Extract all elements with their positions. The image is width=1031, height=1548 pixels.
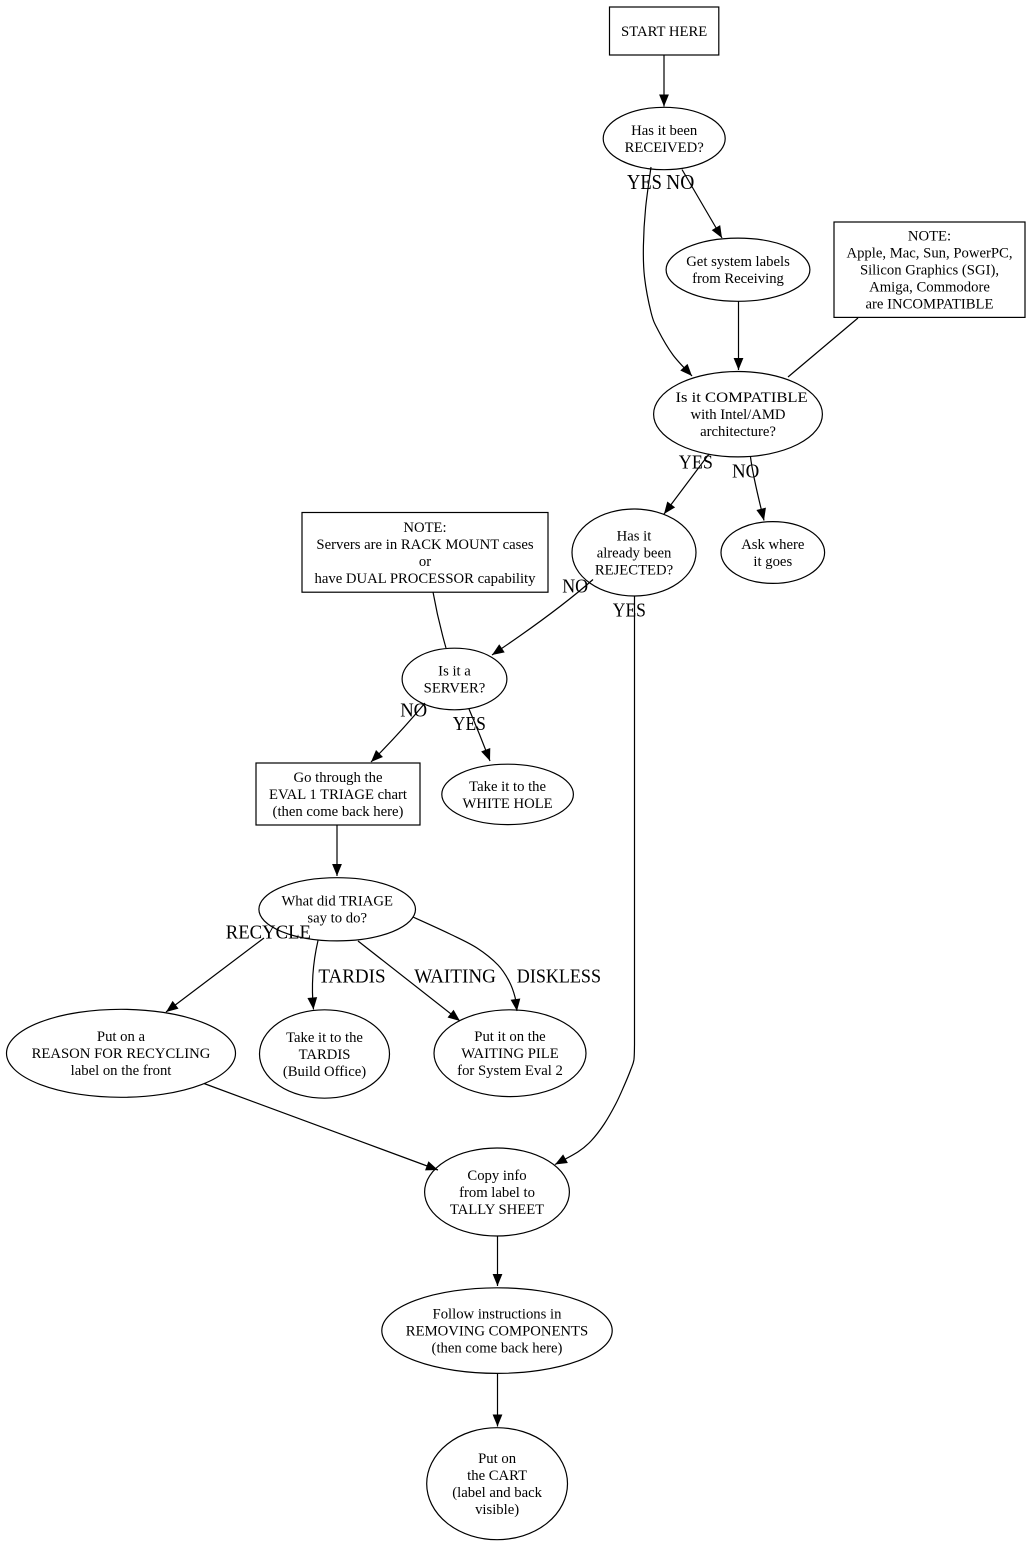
- svg-text:WAITING: WAITING: [414, 965, 496, 987]
- svg-text:have DUAL PROCESSOR capability: have DUAL PROCESSOR capability: [315, 571, 537, 587]
- svg-text:from Receiving: from Receiving: [692, 271, 784, 287]
- svg-text:(then come back here): (then come back here): [273, 804, 404, 820]
- svg-text:NO: NO: [732, 462, 759, 483]
- svg-text:(label and back: (label and back: [452, 1485, 542, 1501]
- svg-text:START HERE: START HERE: [621, 24, 707, 40]
- svg-text:Ask where: Ask where: [741, 537, 805, 553]
- svg-text:(Build Office): (Build Office): [283, 1064, 366, 1080]
- svg-text:YES: YES: [613, 600, 646, 622]
- svg-text:already been: already been: [597, 545, 672, 561]
- svg-text:RECYCLE: RECYCLE: [226, 922, 311, 943]
- svg-text:visible): visible): [475, 1502, 519, 1518]
- svg-text:Get system labels: Get system labels: [686, 254, 790, 270]
- svg-text:Has it: Has it: [617, 528, 652, 544]
- svg-text:EVAL 1 TRIAGE chart: EVAL 1 TRIAGE chart: [269, 787, 407, 803]
- svg-text:NOTE:: NOTE:: [403, 520, 446, 536]
- svg-text:with Intel/AMD: with Intel/AMD: [690, 407, 785, 423]
- svg-text:Servers are in RACK MOUNT case: Servers are in RACK MOUNT cases: [316, 537, 533, 553]
- svg-text:WAITING PILE: WAITING PILE: [461, 1046, 559, 1062]
- svg-text:REJECTED?: REJECTED?: [595, 562, 673, 578]
- svg-text:YES: YES: [627, 170, 662, 194]
- svg-text:What did TRIAGE: What did TRIAGE: [281, 894, 393, 910]
- svg-text:it goes: it goes: [753, 554, 792, 570]
- svg-text:TALLY SHEET: TALLY SHEET: [450, 1202, 544, 1218]
- svg-text:Go through the: Go through the: [294, 770, 383, 786]
- svg-text:NO: NO: [666, 170, 694, 194]
- svg-text:Put on a: Put on a: [97, 1029, 146, 1045]
- svg-text:Put on: Put on: [478, 1451, 517, 1467]
- svg-text:are INCOMPATIBLE: are INCOMPATIBLE: [866, 297, 994, 313]
- svg-text:DISKLESS: DISKLESS: [517, 965, 601, 987]
- svg-text:the CART: the CART: [467, 1468, 527, 1484]
- svg-text:SERVER?: SERVER?: [424, 680, 486, 696]
- svg-text:NO: NO: [562, 577, 588, 598]
- svg-text:YES: YES: [453, 713, 486, 735]
- svg-text:Is it COMPATIBLE: Is it COMPATIBLE: [676, 390, 808, 406]
- svg-text:NO: NO: [400, 700, 427, 721]
- svg-text:TARDIS: TARDIS: [299, 1047, 351, 1063]
- svg-text:Follow instructions in: Follow instructions in: [433, 1307, 563, 1323]
- svg-text:(then come back here): (then come back here): [432, 1341, 563, 1357]
- svg-text:REMOVING COMPONENTS: REMOVING COMPONENTS: [406, 1324, 588, 1340]
- svg-text:say to do?: say to do?: [307, 911, 367, 927]
- svg-text:Is it a: Is it a: [438, 663, 471, 679]
- svg-text:Take it to the: Take it to the: [469, 779, 546, 795]
- svg-text:Copy info: Copy info: [467, 1168, 526, 1184]
- svg-text:REASON FOR RECYCLING: REASON FOR RECYCLING: [32, 1046, 211, 1062]
- svg-text:Apple, Mac, Sun, PowerPC,: Apple, Mac, Sun, PowerPC,: [846, 246, 1012, 262]
- svg-text:Take it to the: Take it to the: [286, 1030, 363, 1046]
- svg-text:NOTE:: NOTE:: [908, 229, 951, 245]
- svg-text:Amiga, Commodore: Amiga, Commodore: [869, 280, 990, 296]
- svg-text:label on the front: label on the front: [71, 1063, 172, 1079]
- svg-text:Silicon Graphics (SGI),: Silicon Graphics (SGI),: [860, 263, 999, 279]
- svg-text:or: or: [419, 554, 431, 570]
- svg-text:for System Eval 2: for System Eval 2: [457, 1063, 563, 1079]
- svg-text:YES: YES: [679, 453, 713, 474]
- svg-text:Put it on the: Put it on the: [474, 1029, 546, 1045]
- svg-text:RECEIVED?: RECEIVED?: [625, 140, 704, 156]
- svg-text:Has it been: Has it been: [631, 123, 698, 139]
- svg-text:WHITE HOLE: WHITE HOLE: [463, 796, 553, 812]
- svg-text:from label to: from label to: [459, 1185, 535, 1201]
- svg-text:architecture?: architecture?: [700, 424, 776, 440]
- svg-text:TARDIS: TARDIS: [318, 965, 385, 987]
